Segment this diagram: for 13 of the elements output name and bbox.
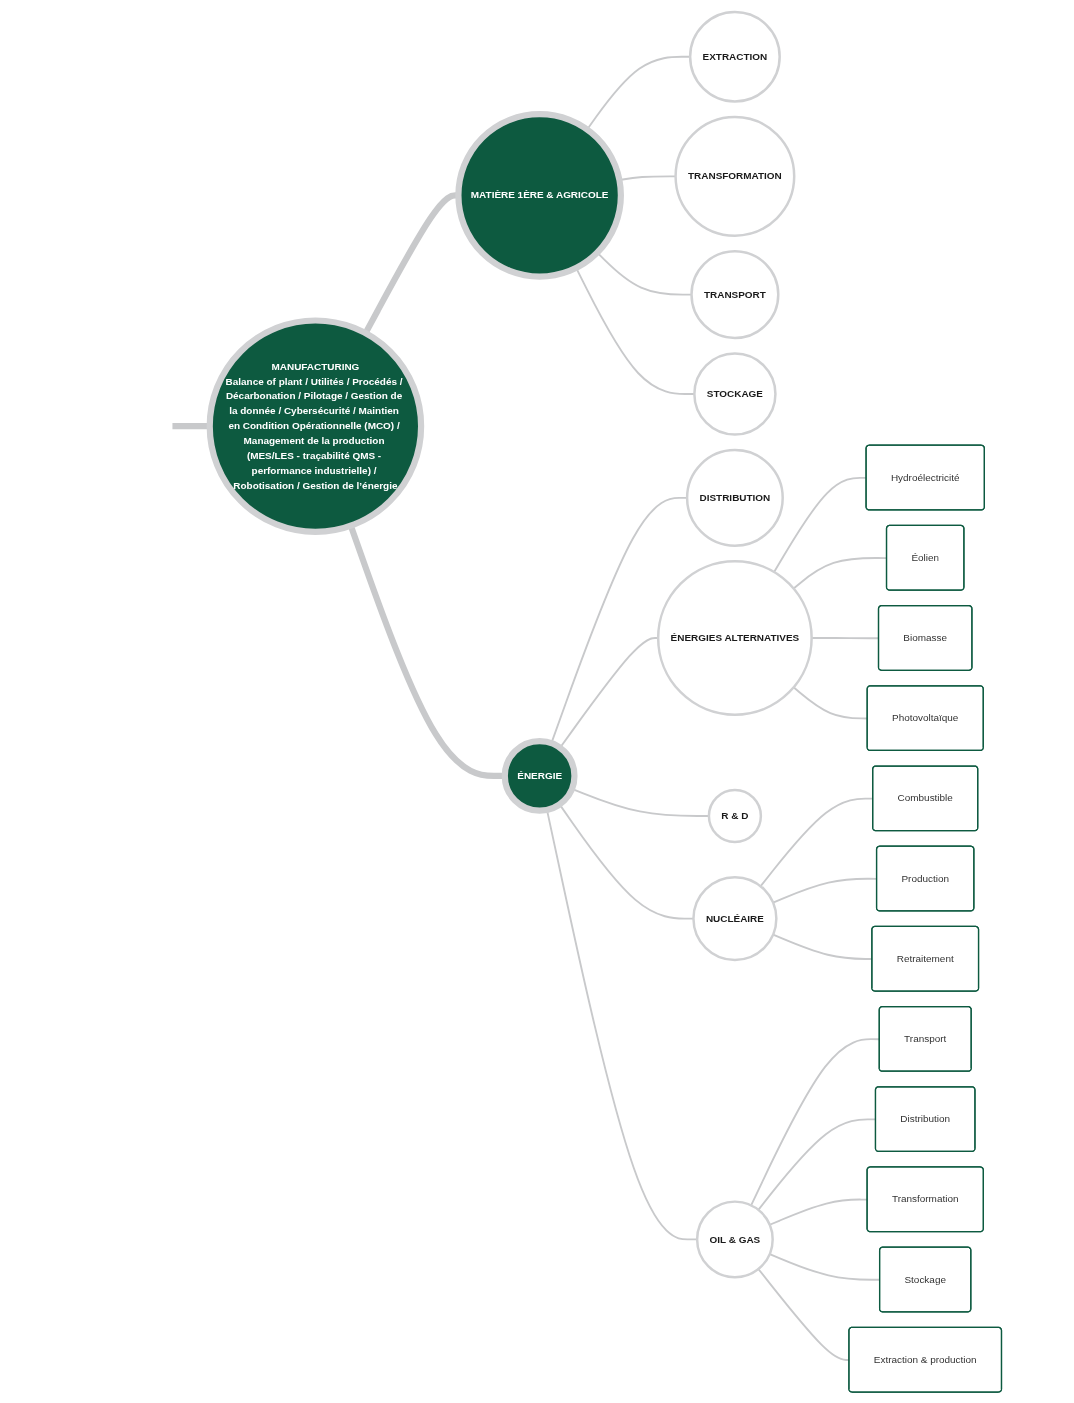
node-circle: R & D <box>707 788 762 843</box>
node-circle: DISTRIBUTION <box>685 448 784 547</box>
node-circle: ÉNERGIE <box>501 737 578 814</box>
node-circle: NUCLÉAIRE <box>691 875 778 961</box>
connector <box>172 422 210 429</box>
node-circle: TRANSFORMATION <box>674 115 796 237</box>
node-circle: MANUFACTURING Balance of plant / Utilités / Procédés / Décarbonation / Pilotage / Gestion de la donnée / Cybersécurité / Maintien en Condition Opérationnelle (MCO) / Management de la production (MES/LES - traçabilité QMS - performance industrielle) / Robotisation / Gestion de l’énergie <box>206 316 424 535</box>
node-circle: EXTRACTION <box>688 10 781 103</box>
node-circle: STOCKAGE <box>692 351 777 436</box>
node-circle: ÉNERGIES ALTERNATIVES <box>656 559 813 716</box>
node-circle: MATIÈRE 1ÈRE & AGRICOLE <box>455 110 624 280</box>
node-circle: TRANSPORT <box>690 249 780 339</box>
node-circle: OIL & GAS <box>695 1199 774 1278</box>
